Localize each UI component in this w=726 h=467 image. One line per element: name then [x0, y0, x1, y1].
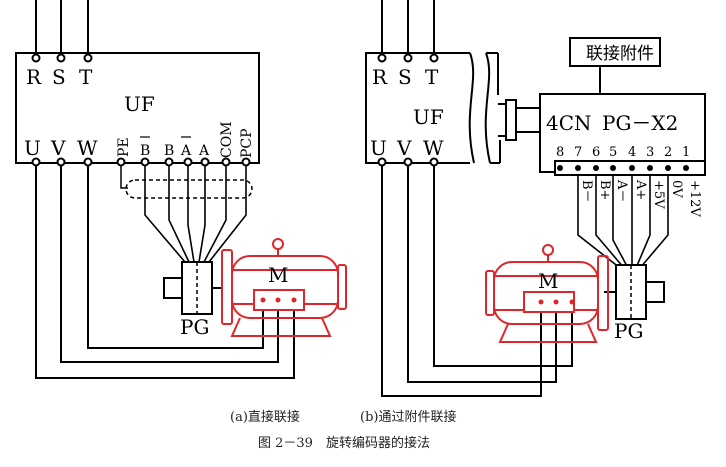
- signal-a-plus: A+: [633, 179, 648, 200]
- inverter-label-b: UF: [413, 105, 444, 129]
- pin-6: 6: [592, 145, 600, 160]
- output-line-w: [87, 166, 264, 349]
- signal-com-label: COM: [219, 121, 235, 158]
- output-line-u-b: [381, 166, 542, 397]
- signal-b-minus: B－: [579, 180, 594, 203]
- pin-2: 2: [664, 145, 672, 160]
- signal-12v: +12V: [687, 180, 702, 217]
- signal-a-minus: A－: [614, 179, 629, 202]
- caption-sub-a: (a)直接联接: [230, 409, 300, 425]
- pg-shaft-a: [163, 277, 183, 299]
- caption-sub-b: (b)通过附件联接: [360, 409, 456, 425]
- board-label-pgx2: PG－X2: [602, 111, 678, 135]
- signal-b-label: B: [164, 143, 174, 159]
- output-line-v-b: [407, 166, 557, 383]
- motor-label-b: M: [538, 269, 558, 293]
- pg-shaft-b: [645, 281, 665, 303]
- board-label-4cn: 4CN: [546, 111, 592, 135]
- terminal-r-label: R: [26, 65, 42, 89]
- pin-1: 1: [682, 145, 690, 160]
- inverter-box-b: [365, 52, 470, 164]
- connector-4cn: [505, 99, 517, 141]
- signal-bbar-label: B: [140, 143, 150, 159]
- panel-a-labels: R S T UF U V W PE B B A A COM PCP PG: [24, 65, 255, 339]
- terminal-w-label: W: [77, 136, 98, 160]
- output-line-u: [35, 166, 295, 379]
- signal-abar-label: A: [180, 143, 192, 159]
- attachment-title-box: [569, 37, 661, 67]
- attachment-title: 联接附件: [586, 44, 654, 64]
- terminal-t-label-b: T: [425, 65, 439, 89]
- signal-pcp-label: PCP: [239, 128, 255, 158]
- pg-label-b: PG: [614, 319, 643, 343]
- signal-b-plus: B+: [597, 180, 612, 200]
- pin-3: 3: [646, 145, 654, 160]
- output-line-w-b: [433, 166, 573, 367]
- inverter-label-a: UF: [124, 92, 155, 116]
- panel-b: [365, 0, 706, 397]
- terminal-t-label: T: [79, 65, 93, 89]
- attachment-board: [539, 93, 706, 173]
- panel-a: [15, 0, 295, 379]
- pin-5: 5: [609, 145, 617, 160]
- terminal-w-label-b: W: [423, 136, 444, 160]
- signal-a-label: A: [198, 143, 210, 159]
- motor-b: [485, 244, 609, 343]
- motor-a: [221, 238, 347, 337]
- signal-5v: +5V: [651, 180, 666, 209]
- board-pins: [557, 165, 689, 171]
- terminal-s-label-b: S: [398, 65, 412, 89]
- pin-4: 4: [628, 145, 636, 160]
- inverter-box-a: [15, 52, 260, 164]
- motor-label-a: M: [268, 263, 288, 287]
- pin-8: 8: [556, 145, 564, 160]
- panel-b-labels: R S T UF U V W 4CN PG－X2 联接附件 8 7 6 5 4 …: [370, 44, 702, 343]
- terminal-v-label-b: V: [396, 136, 412, 160]
- terminal-s-label: S: [52, 65, 66, 89]
- pg-label-a: PG: [180, 315, 209, 339]
- figure-caption: 图 2－39 旋转编码器的接法: [258, 435, 430, 451]
- terminal-u-label-b: U: [370, 136, 387, 160]
- signal-0v: 0V: [669, 180, 684, 198]
- pin-7: 7: [574, 145, 582, 160]
- terminal-u-label: U: [24, 136, 41, 160]
- terminal-r-label-b: R: [372, 65, 388, 89]
- terminal-v-label: V: [50, 136, 66, 160]
- signal-pe-label: PE: [116, 137, 132, 157]
- cable-shield: [125, 179, 253, 199]
